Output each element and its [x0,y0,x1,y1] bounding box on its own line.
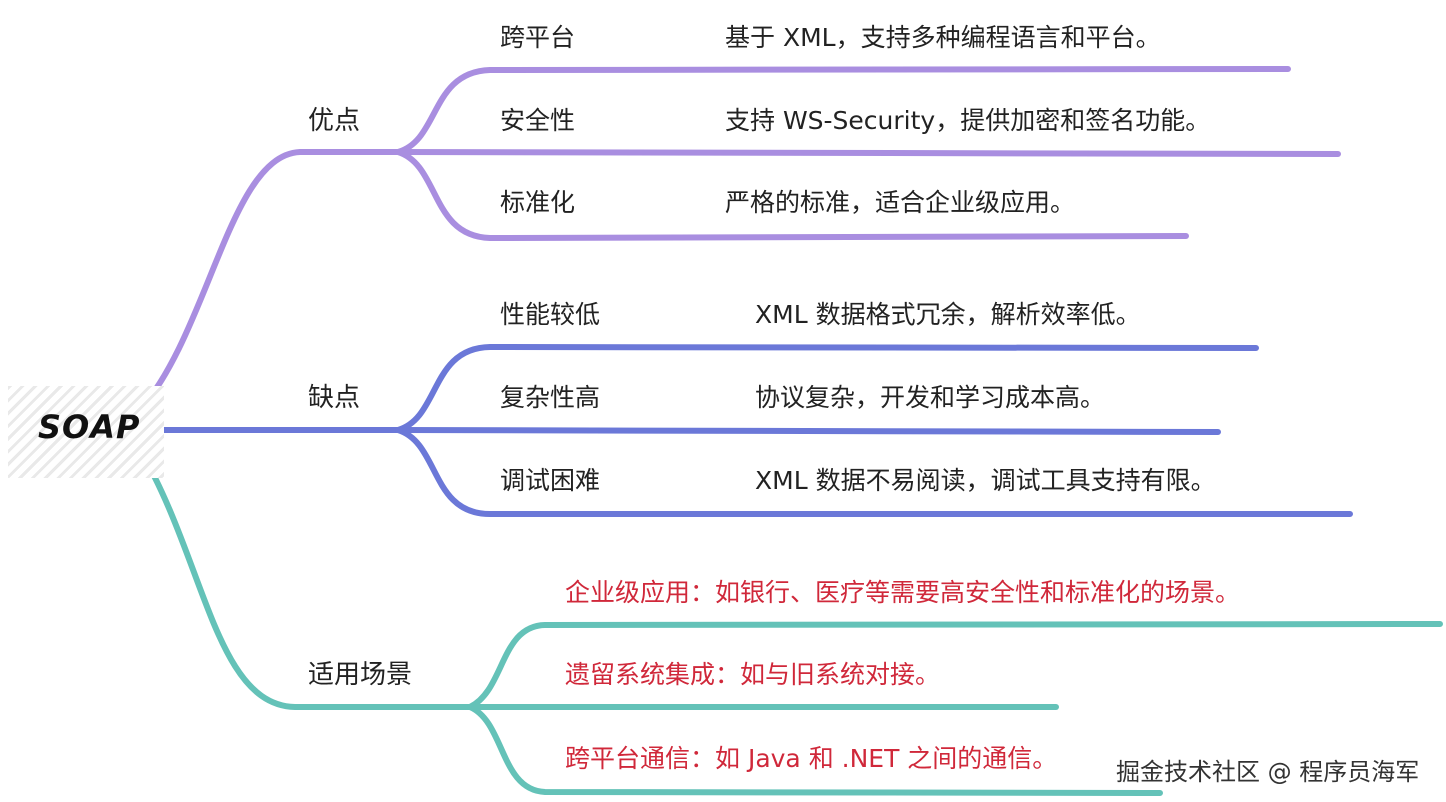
link-dis-complexity [395,427,1221,435]
use-case-item: 跨平台通信：如 Java 和 .NET 之间的通信。 [565,744,1058,773]
adv-item-desc: 支持 WS-Security，提供加密和签名功能。 [725,106,1211,135]
dis-item-label: 复杂性高 [500,383,601,412]
branch-advantages: 优点 [308,106,361,136]
link-dis-debugging [395,427,1353,517]
adv-item-label: 跨平台 [500,23,576,52]
dis-item-desc: 协议复杂，开发和学习成本高。 [755,383,1106,412]
adv-item-label: 标准化 [500,188,576,217]
link-dis-performance [395,344,1259,433]
dis-item-desc: XML 数据不易阅读，调试工具支持有限。 [755,466,1216,495]
adv-item-label: 安全性 [500,106,576,135]
use-case-item: 遗留系统集成：如与旧系统对接。 [565,660,941,689]
adv-item-desc: 基于 XML，支持多种编程语言和平台。 [725,23,1161,52]
link-adv-security [395,149,1341,157]
watermark: 掘金技术社区 @ 程序员海军 [1112,752,1424,787]
adv-item-desc: 严格的标准，适合企业级应用。 [725,188,1076,217]
root-node-background [8,386,164,478]
branch-use-cases: 适用场景 [308,660,413,690]
link-use-enterprise [467,621,1443,710]
link-root-usecases [137,447,473,710]
branch-disadvantages: 缺点 [308,383,361,413]
link-root-advantages [137,149,401,413]
dis-item-label: 调试困难 [500,466,601,495]
link-adv-cross-platform [395,66,1291,155]
root-node: SOAP [38,408,141,446]
dis-item-label: 性能较低 [500,300,601,329]
use-case-item: 企业级应用：如银行、医疗等需要高安全性和标准化的场景。 [565,578,1241,607]
dis-item-desc: XML 数据格式冗余，解析效率低。 [755,300,1141,329]
link-use-crossplatform [467,704,1163,796]
link-adv-standard [395,149,1189,241]
